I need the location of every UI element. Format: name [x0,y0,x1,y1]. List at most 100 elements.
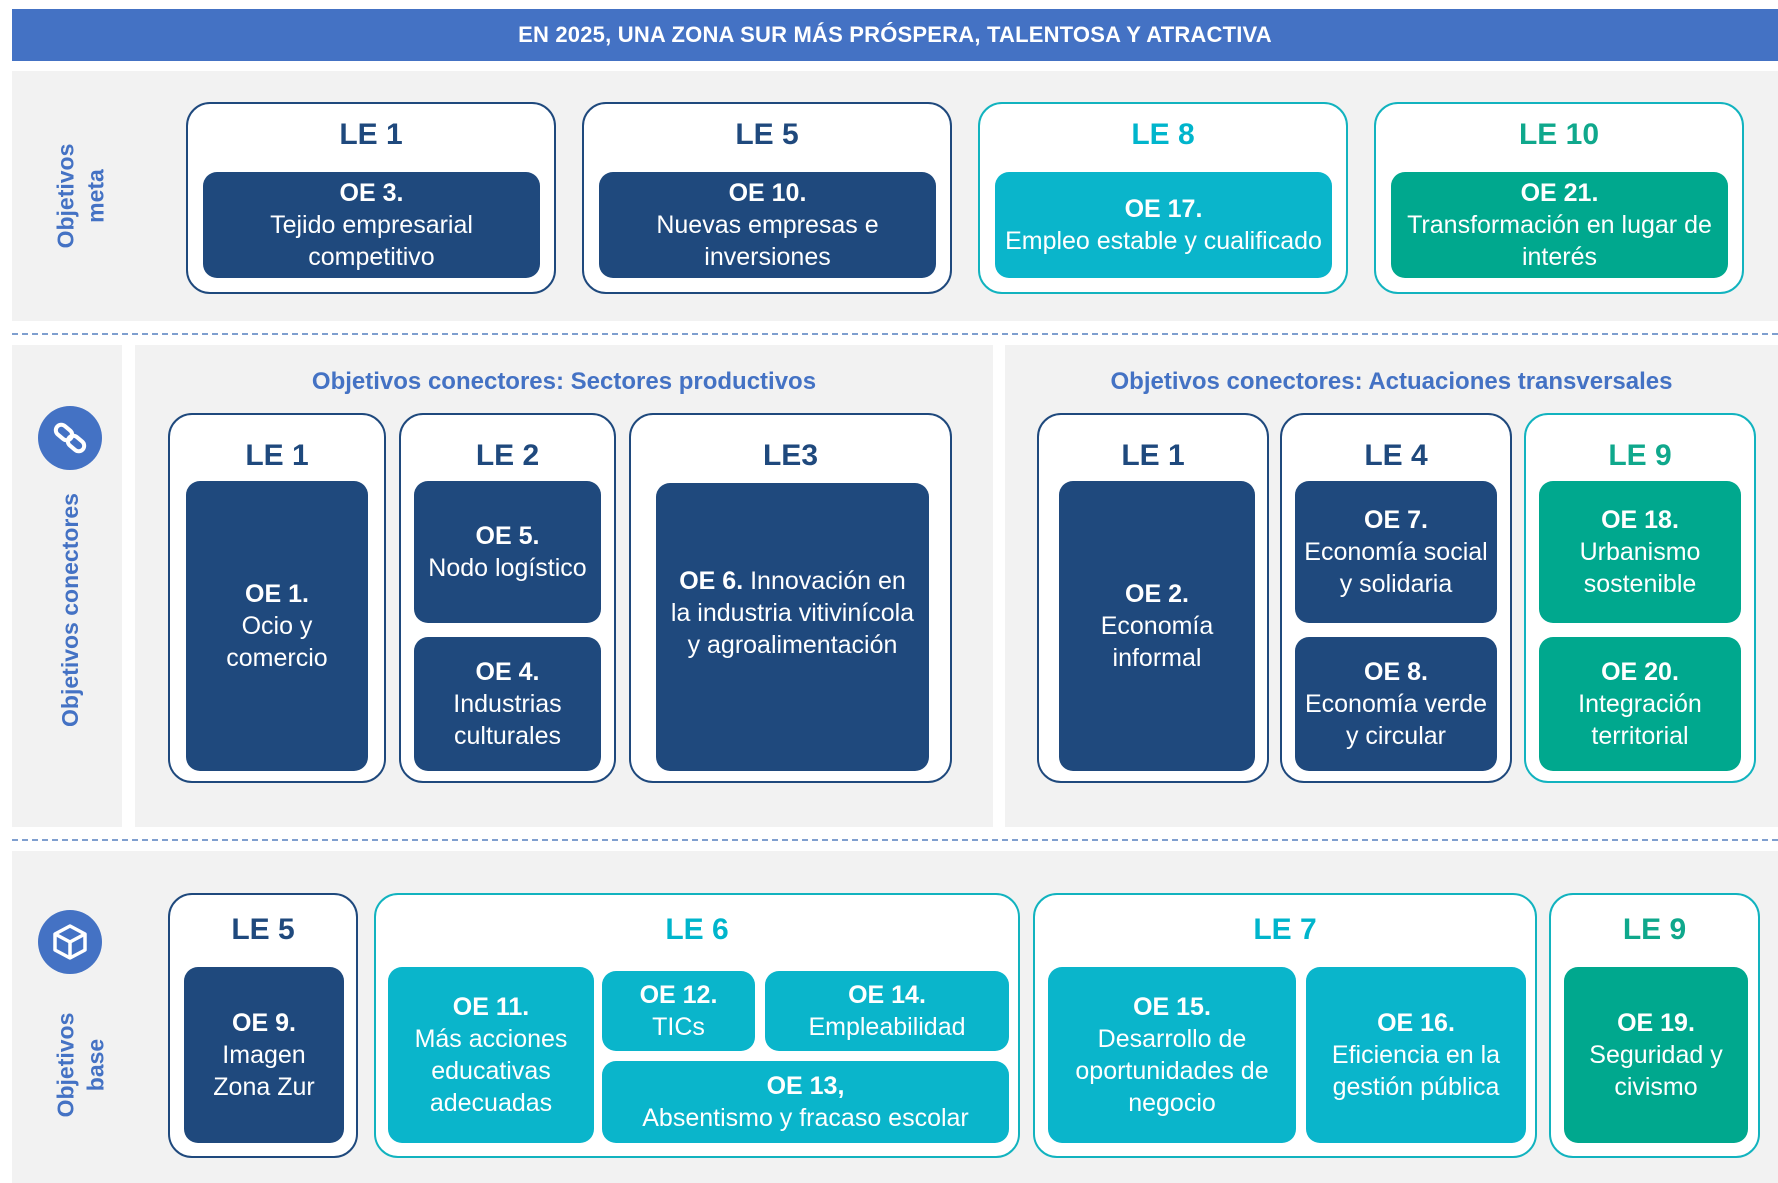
le-label: LE 1 [339,118,403,151]
page-title: EN 2025, UNA ZONA SUR MÁS PRÓSPERA, TALE… [518,22,1272,47]
oe-text: Eficiencia en la gestión pública [1331,1041,1501,1101]
oe-box-9: OE 9. Imagen Zona Zur [184,967,344,1143]
conector-card-le1-transversal: LE 1 OE 2. Economía informal [1037,413,1269,783]
oe-text: Imagen Zona Zur [213,1041,315,1101]
oe-number: OE 13, [766,1072,845,1100]
section-separator [12,839,1778,841]
section-separator [12,333,1778,335]
page-title-banner: EN 2025, UNA ZONA SUR MÁS PRÓSPERA, TALE… [12,9,1778,61]
oe-number: OE 14. [848,981,926,1009]
meta-card-le8: LE 8 OE 17. Empleo estable y cualificado [978,102,1348,294]
oe-number: OE 8. [1364,658,1428,686]
oe-box-16: OE 16. Eficiencia en la gestión pública [1306,967,1526,1143]
le-label: LE 10 [1518,118,1600,151]
oe-box-2: OE 2. Economía informal [1059,481,1255,771]
le-label: LE 7 [1253,913,1317,946]
oe-box-6: OE 6. Innovación en la industria vitivin… [656,483,929,771]
oe-number: OE 6. [679,567,744,595]
oe-number: OE 21. [1520,179,1599,207]
oe-number: OE 19. [1617,1009,1695,1037]
oe-text: Desarrollo de oportunidades de negocio [1075,1025,1269,1117]
oe-box-8: OE 8. Economía verde y circular [1295,637,1497,771]
oe-number: OE 2. [1125,580,1189,608]
oe-box-15: OE 15. Desarrollo de oportunidades de ne… [1048,967,1296,1143]
oe-text: Economía informal [1100,612,1214,672]
oe-box-20: OE 20. Integración territorial [1539,637,1741,771]
conector-card-le1: LE 1 OE 1. Ocio y comercio [168,413,386,783]
oe-text: Urbanismo sostenible [1579,538,1701,598]
base-card-le9: LE 9 OE 19. Seguridad y civismo [1549,893,1760,1158]
link-icon [38,406,102,470]
oe-text: Transformación en lugar de interés [1407,211,1712,271]
oe-text: Nuevas empresas e inversiones [656,211,879,271]
oe-number: OE 9. [232,1009,296,1037]
meta-card-le10: LE 10 OE 21. Transformación en lugar de … [1374,102,1744,294]
oe-text: Innovación en la industria vitivinícola … [670,567,915,659]
base-label-line2: base [82,1038,108,1092]
le-label: LE 5 [231,913,295,946]
oe-text: Nodo logístico [428,554,587,582]
oe-number: OE 7. [1364,506,1428,534]
oe-number: OE 5. [475,522,540,550]
oe-box-1: OE 1. Ocio y comercio [186,481,368,771]
meta-label-line1: Objetivos [52,143,78,249]
base-card-le6: LE 6 OE 11. Más acciones educativas adec… [374,893,1020,1158]
oe-box-3: OE 3. Tejido empresarial competitivo [203,172,540,278]
oe-text: TICs [652,1013,705,1041]
le-label: LE 8 [1131,118,1195,151]
le-label: LE 5 [735,118,799,151]
oe-text: Seguridad y civismo [1589,1041,1723,1101]
oe-box-18: OE 18. Urbanismo sostenible [1539,481,1741,623]
subtitle-sectores-productivos: Objetivos conectores: Sectores productiv… [311,368,817,395]
oe-box-4: OE 4. Industrias culturales [414,637,601,771]
subtitle-actuaciones-transversales: Objetivos conectores: Actuaciones transv… [1110,368,1673,395]
oe-number: OE 11. [452,993,530,1021]
cube-icon [38,910,102,974]
oe-box-10: OE 10. Nuevas empresas e inversiones [599,172,936,278]
conectores-label: Objetivos conectores [57,493,84,727]
oe-number: OE 1. [245,580,309,608]
oe-text: Empleo estable y cualificado [1005,227,1322,255]
oe-text: Absentismo y fracaso escolar [642,1104,969,1132]
oe-box-11: OE 11. Más acciones educativas adecuadas [388,967,594,1143]
oe-text: Ocio y comercio [226,612,328,672]
oe-text: Industrias culturales [453,690,562,750]
meta-card-le5: LE 5 OE 10. Nuevas empresas e inversione… [582,102,952,294]
oe-box-12: OE 12. TICs [602,971,755,1051]
conector-card-le2: LE 2 OE 5. Nodo logístico OE 4. Industri… [399,413,616,783]
oe-number: OE 3. [339,179,404,207]
oe-number: OE 4. [475,658,540,686]
oe-number: OE 10. [728,179,807,207]
le-label: LE 1 [245,439,309,472]
oe-text: Más acciones educativas adecuadas [414,1025,568,1117]
le-label: LE 2 [475,439,540,472]
conectores-side-label: Objetivos conectores [30,480,110,740]
oe-number: OE 12. [639,981,718,1009]
le-label: LE 1 [1121,439,1185,472]
le-label: LE 4 [1364,439,1428,472]
oe-number: OE 15. [1133,993,1211,1021]
le-label: LE 6 [665,913,729,946]
oe-number: OE 17. [1124,195,1203,223]
meta-card-le1: LE 1 OE 3. Tejido empresarial competitiv… [186,102,556,294]
oe-text: Economía verde y circular [1304,690,1488,750]
oe-number: OE 16. [1377,1009,1455,1037]
oe-text: Empleabilidad [808,1013,966,1041]
oe-box-19: OE 19. Seguridad y civismo [1564,967,1748,1143]
oe-box-13: OE 13, Absentismo y fracaso escolar [602,1061,1009,1143]
oe-box-5: OE 5. Nodo logístico [414,481,601,623]
le-label: LE 9 [1608,439,1672,472]
oe-number: OE 20. [1601,658,1679,686]
base-label-line1: Objetivos [52,1012,78,1118]
oe-number: OE 18. [1601,506,1679,534]
oe-text: Economía social y solidaria [1304,538,1488,598]
oe-text: Integración territorial [1578,690,1702,750]
oe-box-21: OE 21. Transformación en lugar de interé… [1391,172,1728,278]
le-label: LE3 [762,439,819,472]
base-card-le5: LE 5 OE 9. Imagen Zona Zur [168,893,358,1158]
meta-label-line2: meta [82,169,108,223]
oe-box-7: OE 7. Economía social y solidaria [1295,481,1497,623]
base-card-le7: LE 7 OE 15. Desarrollo de oportunidades … [1033,893,1537,1158]
